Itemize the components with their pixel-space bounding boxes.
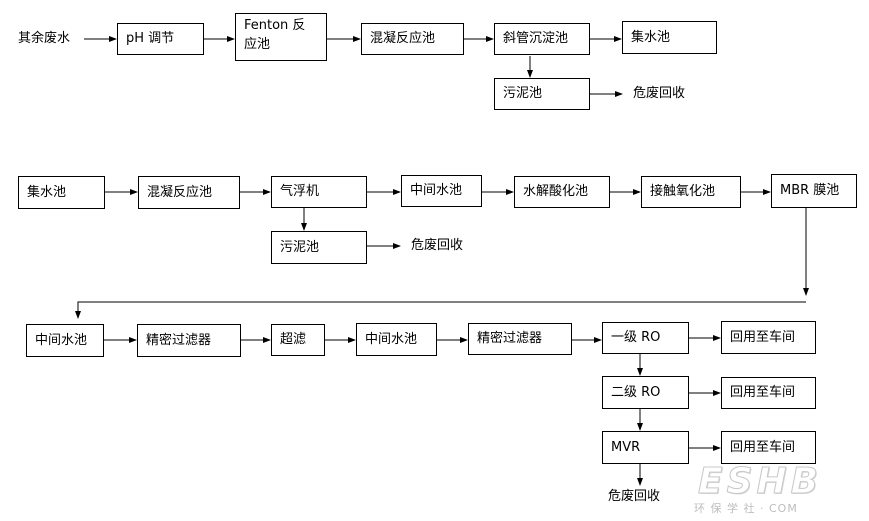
node-middle-tank-2: 中间水池 — [26, 324, 104, 357]
watermark-sub-text: 环 保 学 社 · COM — [694, 502, 798, 515]
node-collection-tank-2: 集水池 — [18, 176, 105, 209]
output-hazardous-recovery-2: 危废回收 — [411, 238, 464, 253]
node-coagulation-tank-2: 混凝反应池 — [138, 176, 240, 209]
start-label-other-wastewater: 其余废水 — [18, 31, 71, 46]
watermark-main-text: ESHB — [697, 461, 823, 502]
node-hydrolysis-acidification: 水解酸化池 — [514, 176, 610, 208]
node-mbr-membrane-tank: MBR 膜池 — [771, 174, 857, 208]
node-coagulation-tank-1: 混凝反应池 — [361, 23, 464, 55]
output-hazardous-recovery-1: 危废回收 — [633, 86, 686, 101]
node-middle-tank-1: 中间水池 — [401, 175, 482, 207]
output-hazardous-recovery-3: 危废回收 — [608, 489, 661, 504]
node-collection-tank-1: 集水池 — [622, 21, 717, 54]
node-air-flotation: 气浮机 — [271, 176, 367, 208]
watermark-logo: ESHB 环 保 学 社 · COM — [688, 461, 864, 518]
node-ro-stage-1: 一级 RO — [602, 322, 689, 354]
node-precision-filter-2: 精密过滤器 — [468, 323, 572, 355]
node-fenton-reactor: Fenton 反应池 — [235, 13, 327, 61]
node-ph-adjust: pH 调节 — [117, 23, 204, 55]
node-reuse-workshop-2: 回用至车间 — [721, 377, 816, 409]
node-ultrafiltration: 超滤 — [271, 324, 325, 356]
node-mvr-evaporator: MVR — [602, 431, 689, 464]
node-contact-oxidation: 接触氧化池 — [641, 176, 741, 208]
node-precision-filter-1: 精密过滤器 — [137, 324, 241, 357]
node-inclined-settler: 斜管沉淀池 — [494, 23, 590, 55]
node-ro-stage-2: 二级 RO — [602, 376, 689, 409]
node-middle-tank-3: 中间水池 — [356, 323, 437, 356]
node-sludge-tank-2: 污泥池 — [271, 231, 367, 264]
node-reuse-workshop-3: 回用至车间 — [721, 431, 816, 464]
node-sludge-tank-1: 污泥池 — [494, 78, 590, 110]
arrow-wrap-to-row3 — [75, 301, 806, 319]
node-reuse-workshop-1: 回用至车间 — [721, 321, 816, 354]
